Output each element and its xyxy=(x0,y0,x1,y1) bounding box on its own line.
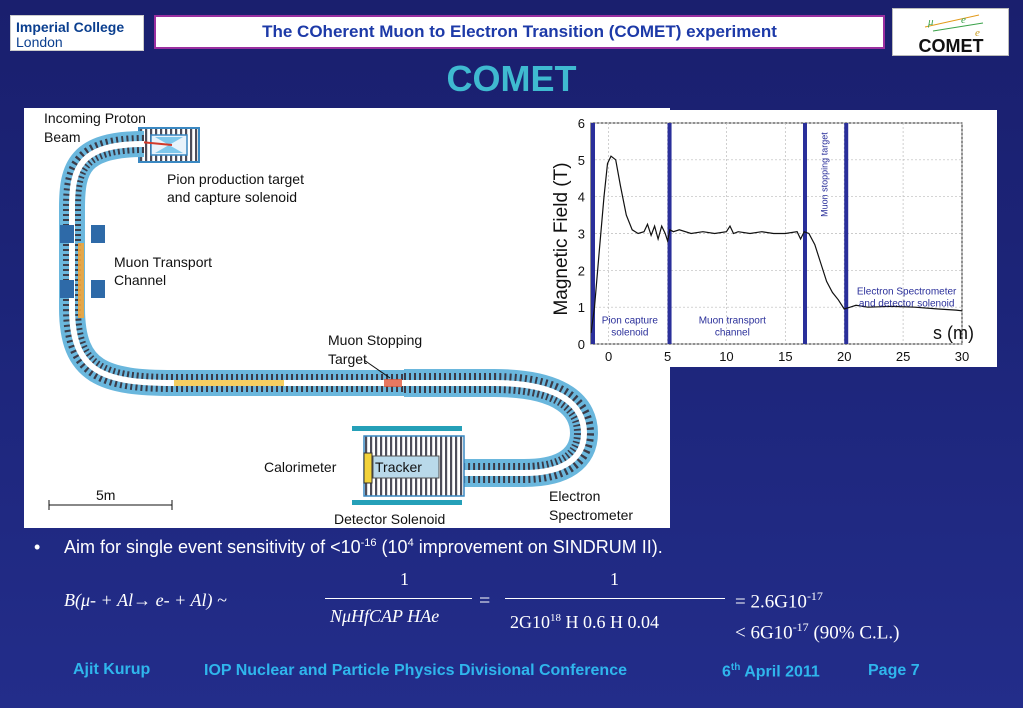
result1-base: = 2.6G10 xyxy=(735,591,807,613)
x-tick-label: 25 xyxy=(896,349,910,364)
equation-result-2: < 6G10-17 (90% C.L.) xyxy=(735,620,899,644)
annotation-line: solenoid xyxy=(611,328,648,339)
x-tick-label: 0 xyxy=(605,349,612,364)
logo-particle-e2: e xyxy=(975,27,980,39)
logo-line-1: Imperial College xyxy=(16,19,125,35)
y-tick-label: 0 xyxy=(578,337,585,352)
muon-transport-label-1: Muon Transport xyxy=(114,254,212,270)
fraction-bar-2 xyxy=(505,598,725,599)
muon-stopping-label-2: Target xyxy=(328,351,367,367)
beamline-svg: Tracker Incoming Proton Beam Pion produc… xyxy=(44,110,633,527)
bullet-text-middle: (10 xyxy=(376,537,408,557)
chart-section-lines xyxy=(591,123,849,344)
footer-author: Ajit Kurup xyxy=(73,661,151,678)
detector-solenoid-label: Detector Solenoid xyxy=(334,511,445,527)
result2-sup: -17 xyxy=(792,620,809,634)
slide-title: COMET xyxy=(446,58,577,99)
pion-target-label-2: and capture solenoid xyxy=(167,189,297,205)
imperial-college-logo: Imperial College London xyxy=(10,15,144,51)
y-tick-label: 6 xyxy=(578,116,585,131)
annotation-line: and detector solenoid xyxy=(859,298,955,309)
muon-stopping-target xyxy=(384,379,402,387)
result2-base: < 6G10 xyxy=(735,622,793,644)
tracker-label: Tracker xyxy=(375,459,422,475)
annotation-rotated: Muon stopping target xyxy=(820,132,830,217)
field-series-line xyxy=(590,155,963,333)
y-tick-label: 2 xyxy=(578,263,585,278)
footer-date-day: 6 xyxy=(722,663,731,681)
annotation-line: Electron Spectrometer xyxy=(857,286,957,297)
comet-logo-graphic: μ e e COMET xyxy=(919,14,984,56)
footer-date-rest: April 2011 xyxy=(740,663,820,681)
logo-line-2: London xyxy=(16,34,63,50)
den2-base: 2G10 xyxy=(510,612,550,632)
annotation-line: channel xyxy=(715,328,750,339)
den2-sup: 18 xyxy=(550,612,561,624)
chart-ticks: 0 5 10 15 20 25 30 0 1 2 3 4 5 6 xyxy=(578,116,969,364)
x-tick-label: 15 xyxy=(778,349,792,364)
incoming-beam-label-1: Incoming Proton xyxy=(44,110,146,126)
equation-result-1: = 2.6G10-17 xyxy=(735,589,823,613)
footer-date-sup: th xyxy=(730,662,741,673)
annotation-line: Pion capture xyxy=(602,316,659,327)
logo-particle-e1: e xyxy=(961,14,966,26)
result1-sup: -17 xyxy=(806,589,823,603)
bullet-sup-2: 4 xyxy=(407,537,414,549)
tracker-block xyxy=(372,455,440,479)
logo-comet-text: COMET xyxy=(919,36,984,56)
equation-lhs: B(μ- + Al→ e- + Al) ~ xyxy=(64,590,227,610)
annotation-line: Muon transport xyxy=(699,316,766,327)
equation-num-2: 1 xyxy=(610,569,619,589)
bullet-marker: • xyxy=(34,537,41,557)
comet-logo: μ e e COMET xyxy=(892,8,1009,56)
chart-grid xyxy=(590,122,963,345)
magnetic-field-svg: 0 5 10 15 20 25 30 0 1 2 3 4 5 6 Pion capturesolenoid… xyxy=(551,116,974,364)
muon-transport-label-2: Channel xyxy=(114,272,166,288)
y-tick-label: 3 xyxy=(578,227,585,242)
footer-date: 6th April 2011 xyxy=(722,662,820,681)
muon-stopping-label-1: Muon Stopping xyxy=(328,332,422,348)
footer-conference: IOP Nuclear and Particle Physics Divisio… xyxy=(204,662,627,679)
incoming-beam-label-2: Beam xyxy=(44,129,81,145)
pion-target-label-1: Pion production target xyxy=(167,171,304,187)
logo-particle-mu: μ xyxy=(927,16,934,28)
equation-num-1: 1 xyxy=(400,569,409,589)
y-tick-label: 1 xyxy=(578,300,585,315)
equation-den-1: NμHfCAP HAe xyxy=(330,606,440,626)
bullet-text: Aim for single event sensitivity of <10-… xyxy=(64,537,663,558)
den2-rest: H 0.6 H 0.04 xyxy=(565,612,660,632)
x-tick-label: 5 xyxy=(664,349,671,364)
equation-den-2: 2G1018 H 0.6 H 0.04 xyxy=(510,612,659,633)
x-tick-label: 20 xyxy=(837,349,851,364)
x-tick-label: 30 xyxy=(955,349,969,364)
detector-solenoid xyxy=(352,426,462,431)
fraction-bar-1 xyxy=(325,598,472,599)
x-tick-label: 10 xyxy=(719,349,733,364)
chart-y-label: Magnetic Field (T) xyxy=(551,162,572,315)
banner-title: The COherent Muon to Electron Transition… xyxy=(154,15,885,49)
y-tick-label: 4 xyxy=(578,190,585,205)
footer-page: Page 7 xyxy=(868,662,920,679)
bullet-sup-1: -16 xyxy=(360,537,377,549)
calorimeter-label: Calorimeter xyxy=(264,459,337,475)
chart-x-label: s (m) xyxy=(933,323,974,343)
electron-spectrometer-label-1: Electron xyxy=(549,488,600,504)
equation-equals: = xyxy=(479,590,491,612)
bullet-text-after: improvement on SINDRUM II). xyxy=(413,537,663,557)
calorimeter-block xyxy=(363,452,373,484)
electron-spectrometer-label-2: Spectrometer xyxy=(549,507,633,523)
y-tick-label: 5 xyxy=(578,153,585,168)
scale-label: 5m xyxy=(96,487,115,503)
bullet-text-before: Aim for single event sensitivity of <10 xyxy=(64,537,361,557)
result2-note: (90% C.L.) xyxy=(813,622,900,644)
